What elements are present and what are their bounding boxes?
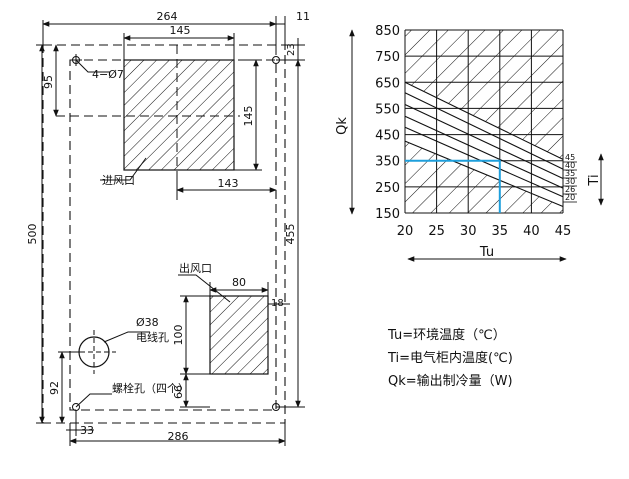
dim-95: 95	[42, 75, 55, 89]
dim-100: 100	[172, 325, 185, 346]
dim-11: 11	[296, 10, 310, 23]
y-tick-label-350: 350	[375, 155, 400, 170]
series-line-20	[404, 140, 564, 207]
legend-tu: Tu=环境温度（℃）	[388, 328, 506, 343]
dim-92: 92	[48, 381, 61, 395]
dimension-labels: 264 11 145 23 95 4−Ø7 145 143 500 455 80…	[26, 10, 310, 443]
y-tick-label-850: 850	[375, 24, 400, 39]
label-inlet: 进风口	[102, 174, 135, 187]
dim-33: 33	[80, 424, 94, 437]
dim-18: 18	[271, 298, 284, 309]
example-line	[405, 159, 501, 213]
dim-286: 286	[168, 430, 189, 443]
series-label-30: 30	[565, 177, 575, 186]
series-line-26	[404, 126, 564, 198]
y-tick-label-250: 250	[375, 181, 400, 196]
label-bolt-hole: 螺栓孔（四个）	[112, 381, 189, 395]
y-tick-label-750: 750	[375, 50, 400, 65]
dim-66: 66	[172, 385, 185, 399]
dim-455: 455	[284, 224, 297, 245]
dim-143: 143	[218, 177, 239, 190]
x-tick-label-40: 40	[523, 224, 540, 239]
y-tick-label-650: 650	[375, 76, 400, 91]
y-axis-label: Qk	[335, 117, 350, 135]
x-tick-label-35: 35	[492, 224, 509, 239]
dim-hole-spec: 4−Ø7	[92, 68, 124, 81]
series-label-35: 35	[565, 169, 575, 178]
upper-hatch	[405, 30, 563, 160]
y-tick-label-550: 550	[375, 102, 400, 117]
x-axis-label: Tu	[479, 245, 494, 260]
dim-500: 500	[26, 224, 39, 245]
dim-264: 264	[157, 10, 178, 23]
series-line-30	[404, 115, 564, 189]
y-tick-label-450: 450	[375, 129, 400, 144]
legend-ti: Ti=电气柜内温度(℃)	[388, 351, 513, 366]
series-label-40: 40	[565, 161, 575, 170]
dim-145-top: 145	[170, 24, 191, 37]
legend-qk: Qk=输出制冷量（W)	[388, 374, 513, 389]
series-label-26: 26	[565, 185, 575, 194]
dim-80: 80	[232, 276, 246, 289]
series-label-45: 45	[565, 153, 575, 162]
series-line-35	[404, 104, 564, 179]
series-label-20: 20	[565, 193, 575, 202]
outlet-opening	[209, 295, 269, 375]
series-line-45	[404, 81, 564, 160]
dim-23: 23	[286, 43, 297, 56]
inlet-opening	[123, 59, 235, 171]
dim-145-vert: 145	[242, 106, 255, 127]
x-tick-label-45: 45	[555, 224, 572, 239]
ti-axis-label: Ti	[587, 174, 602, 186]
x-tick-label-25: 25	[428, 224, 445, 239]
y-tick-label-150: 150	[375, 207, 400, 222]
x-tick-label-30: 30	[460, 224, 477, 239]
x-tick-label-20: 20	[397, 224, 414, 239]
label-cable-hole: 电线孔	[136, 330, 169, 344]
lower-hatch	[405, 141, 563, 213]
dim-cable-dia: Ø38	[136, 316, 159, 329]
panel-drawing	[36, 16, 305, 446]
series-line-40	[404, 92, 564, 170]
label-outlet: 出风口	[179, 261, 212, 275]
